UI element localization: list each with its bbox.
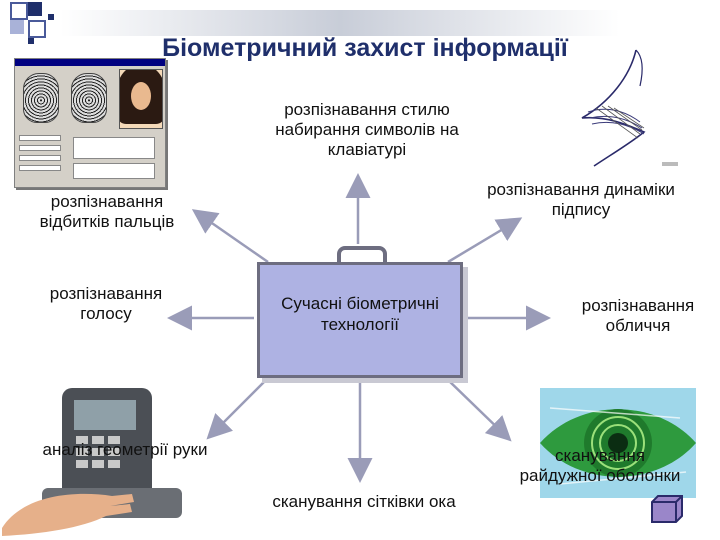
label-iris: сканування райдужної оболонки bbox=[519, 446, 681, 485]
fingerprint-scanner-screenshot bbox=[14, 58, 166, 188]
arrow-to-signature bbox=[447, 217, 523, 264]
window-titlebar bbox=[15, 59, 165, 66]
arrow-to-fingerprints bbox=[191, 209, 269, 264]
face-photo bbox=[119, 69, 163, 129]
deco-square-6 bbox=[28, 38, 34, 44]
title-bar-gradient bbox=[60, 10, 620, 36]
label-hand: аналіз геометрії руки bbox=[42, 440, 208, 459]
fingerprint-image-right bbox=[71, 73, 107, 123]
label-keystroke: розпізнавання стилю набирання символів н… bbox=[275, 100, 459, 159]
fingerprint-image-left bbox=[23, 73, 59, 123]
center-label-line2: технології bbox=[321, 315, 399, 334]
label-retina: сканування сітківки ока bbox=[272, 492, 456, 511]
cube-icon bbox=[651, 495, 683, 523]
signature-image bbox=[581, 49, 678, 167]
hand-scanner-image bbox=[2, 388, 182, 536]
arrow-to-iris bbox=[445, 377, 512, 442]
center-label-line1: Сучасні біометричні bbox=[281, 294, 439, 313]
label-face: розпізнавання обличчя bbox=[581, 296, 695, 335]
center-label: Сучасні біометричні технології bbox=[260, 293, 460, 335]
arrow-to-hand bbox=[206, 377, 269, 440]
label-voice: розпізнавання голосу bbox=[49, 284, 163, 323]
central-technologies-box: Сучасні біометричні технології bbox=[257, 262, 463, 378]
label-fingerprints: розпізнавання відбитків пальців bbox=[39, 192, 175, 231]
deco-square-3 bbox=[28, 20, 46, 38]
deco-square-1 bbox=[10, 2, 28, 20]
deco-square-4 bbox=[10, 20, 24, 34]
deco-square-5 bbox=[48, 14, 54, 20]
label-signature: розпізнавання динаміки підпису bbox=[487, 180, 675, 219]
deco-square-2 bbox=[28, 2, 42, 16]
briefcase-handle bbox=[337, 246, 387, 272]
eye-scan-image bbox=[540, 388, 696, 498]
page-title: Біометричний захист інформації bbox=[162, 34, 568, 62]
